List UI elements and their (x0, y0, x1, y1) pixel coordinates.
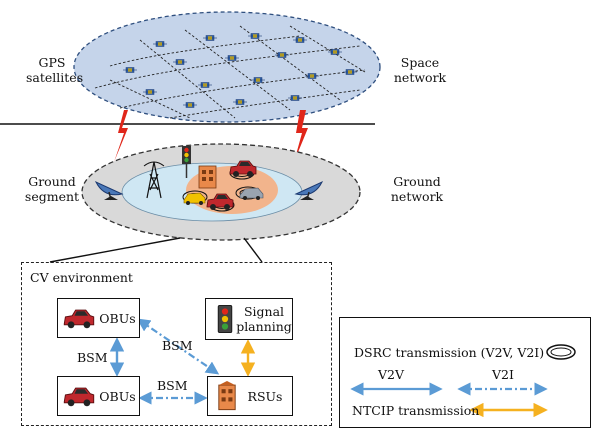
dsrc-legend-ring (546, 344, 576, 360)
cv-environment-title: CV environment (30, 270, 133, 285)
obu-top-label: OBUs (99, 310, 136, 326)
space-network-line2: network (393, 70, 447, 85)
building-icon (198, 165, 217, 189)
satellite-constellation (94, 25, 366, 119)
dish-antenna-icon (94, 180, 124, 201)
lightning-icon (114, 110, 128, 162)
gps-satellites-label: GPS satellites (26, 55, 84, 85)
car-icon (63, 309, 95, 329)
car-icon (183, 192, 206, 205)
car-icon (239, 187, 264, 200)
obu-top-box: OBUs (57, 298, 140, 338)
zoom-line-right (243, 237, 263, 263)
traffic-light-icon (182, 146, 191, 178)
bsm-vertical-label: BSM (77, 350, 108, 365)
dish-antenna-icon (294, 180, 324, 201)
ground-segment-line1: Ground (28, 174, 76, 189)
cv-environment-frame (21, 262, 332, 426)
obu-bottom-box: OBUs (57, 376, 140, 416)
legend-dsrc-label: DSRC transmission (V2V, V2I) (354, 345, 545, 360)
cell-tower-icon (143, 161, 165, 199)
signal-planning-label: Signal planning (236, 304, 292, 334)
space-network-ellipse (73, 11, 381, 123)
rsu-unit-icon (218, 381, 236, 411)
legend-v2i-label: V2I (492, 367, 514, 382)
signal-planning-line1: Signal (243, 304, 285, 319)
ground-network-line1: Ground (393, 174, 441, 189)
signal-planning-line2: planning (236, 319, 292, 334)
zoom-line-left (49, 237, 181, 263)
space-network-line1: Space (400, 55, 440, 70)
ground-network-line2: network (390, 189, 444, 204)
space-network-label: Space network (390, 55, 450, 85)
ground-segment-line2: segment (24, 189, 80, 204)
bsm-diagonal-arrow (136, 318, 220, 375)
traffic-light-icon (217, 304, 233, 334)
legend-v2v-label: V2V (378, 367, 405, 382)
car-icon (63, 387, 95, 407)
bsm-horizontal-label: BSM (157, 378, 188, 393)
gps-label-line1: GPS (38, 55, 66, 70)
signal-planning-box: Signal planning (205, 298, 293, 340)
legend-ntcip-label: NTCIP transmission (352, 403, 480, 418)
obu-bottom-label: OBUs (99, 388, 136, 404)
rsu-box: RSUs (207, 376, 293, 416)
legend-box (339, 317, 591, 428)
ground-network-label: Ground network (384, 174, 450, 204)
gps-label-line2: satellites (26, 70, 84, 85)
ground-segment-label: Ground segment (22, 174, 82, 204)
lightning-icon (294, 110, 308, 162)
rsu-label: RSUs (247, 388, 283, 404)
bsm-diagonal-label: BSM (162, 338, 193, 353)
